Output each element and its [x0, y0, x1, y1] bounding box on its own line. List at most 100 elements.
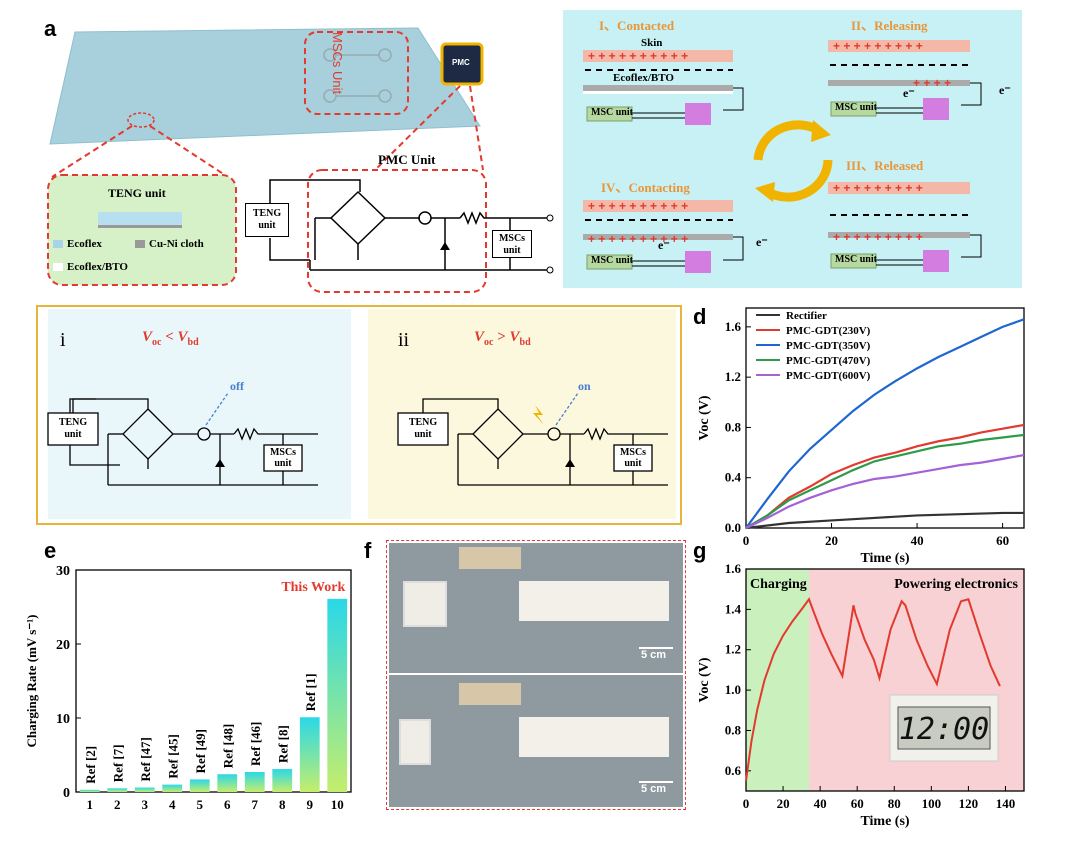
mscs-unit-label: MSCs Unit	[330, 32, 345, 95]
bar-label-3: Ref [47]	[138, 737, 153, 781]
y-tick-label: 30	[56, 564, 70, 579]
stage-contacting: IV、Contacting	[601, 180, 690, 195]
x-tick-label: 80	[888, 796, 901, 811]
scale-top: 5 cm	[641, 649, 667, 661]
plot-frame	[75, 569, 352, 793]
y-axis-label: Voc (V)	[697, 395, 712, 440]
voc-sub-right: oc	[484, 337, 494, 348]
bar-10	[327, 598, 348, 792]
vbd-sub-left: bd	[187, 337, 199, 348]
mscs-box: MSCs unit	[492, 230, 532, 258]
rel-right: >	[493, 329, 510, 345]
cond-right: Voc > Vbd	[474, 329, 531, 348]
series-line-1	[745, 423, 1025, 529]
electron-4: e⁻	[658, 238, 670, 252]
teng-unit-box	[47, 174, 237, 286]
y-tick-label: 20	[56, 638, 70, 653]
stage3-layers: + + + + + + + + + + + + + + + + + +	[828, 181, 982, 272]
x-tick-label: 60	[996, 533, 1009, 548]
stage-releasing: II、Releasing	[851, 18, 928, 33]
board-top	[459, 547, 521, 569]
x-tick-label: 120	[959, 796, 979, 811]
ecoflex-bto-label: Ecoflex/BTO	[613, 72, 674, 84]
vbd-left: V	[177, 329, 188, 345]
x-tick-label: 60	[851, 796, 864, 811]
series-line-3	[745, 433, 1025, 529]
lcd-clock-time: 12:00	[899, 712, 989, 747]
subpanel-i: i	[60, 329, 66, 351]
x-tick-label: 0	[743, 533, 750, 548]
legend-ecoflex: Ecoflex	[67, 238, 102, 250]
photo-bottom: 5 cm	[389, 675, 683, 807]
series-line-2	[745, 318, 1025, 529]
teng-right-text: TENG	[408, 417, 438, 428]
svg-text:+ + + + + + + + +: + + + + + + + + +	[833, 39, 923, 53]
x-tick-label: 20	[777, 796, 790, 811]
electron-2: e⁻	[903, 86, 915, 100]
scale-bottom: 5 cm	[641, 783, 667, 795]
bar-8	[272, 769, 293, 792]
rel-left: <	[161, 329, 178, 345]
panel-label-a: a	[44, 16, 57, 41]
panel-f: 5 cm 5 cm	[386, 540, 686, 810]
x-tick-label: 0	[743, 796, 750, 811]
x-tick-label: 4	[169, 797, 176, 812]
teng-text: TENG	[252, 208, 282, 219]
voc-right: V	[474, 329, 485, 345]
msc-unit-1: MSC unit	[591, 107, 633, 118]
x-tick-label: 140	[996, 796, 1016, 811]
pmc-unit-box	[307, 169, 487, 293]
msc-electrodes	[323, 48, 392, 103]
y-tick-label: 0.0	[725, 520, 741, 535]
msc-unit-2: MSC unit	[835, 102, 877, 113]
bar-4	[162, 784, 183, 792]
cond-left: Voc < Vbd	[142, 329, 199, 348]
mscs-right-text: MSCs	[619, 447, 647, 458]
bar-3	[134, 787, 155, 792]
y-tick-label: 1.4	[725, 601, 742, 616]
y-axis-label: Charging Rate (mV s⁻¹)	[24, 615, 39, 748]
panel-label-d: d	[693, 304, 707, 329]
legend-label-0: Rectifier	[786, 310, 827, 322]
pmc-chip-icon	[440, 42, 484, 86]
off-label: off	[230, 379, 244, 393]
bar-1	[79, 789, 100, 792]
bar-label-9: Ref [1]	[303, 673, 318, 711]
x-tick-label: 6	[224, 797, 231, 812]
bar-label-this-work: This Work	[281, 580, 345, 595]
zoom-circle	[127, 112, 155, 128]
legend-ecoflex-bto: Ecoflex/BTO	[67, 261, 128, 273]
teng-right-unit: unit	[414, 429, 432, 440]
y-tick-label: 0.8	[725, 722, 742, 737]
x-tick-label: 5	[197, 797, 204, 812]
stage4-layers: + + + + + + + + + + + + + + + + + + + +	[583, 199, 744, 273]
svg-text:+ + + +: + + + +	[913, 76, 951, 90]
x-tick-label: 2	[114, 797, 121, 812]
vbd-sub-right: bd	[519, 337, 531, 348]
teng-unit-title: TENG unit	[108, 186, 166, 200]
y-tick-label: 1.2	[725, 642, 741, 657]
mscs-left-text: MSCs	[269, 447, 297, 458]
panel-b-drawing: + + + + + + + + + + + + + + + + + + + + …	[583, 39, 982, 273]
x-tick-label: 1	[87, 797, 94, 812]
lcd-bottom-on	[399, 719, 431, 765]
y-tick-label: 0	[63, 786, 70, 801]
stage-released: III、Released	[846, 158, 924, 173]
y-tick-label: 10	[56, 712, 70, 727]
voc-left: V	[142, 329, 153, 345]
svg-text:+ + + + + + + + + +: + + + + + + + + + +	[588, 232, 688, 246]
mscs-dashed-box	[304, 31, 409, 115]
y-tick-label: 0.8	[725, 419, 742, 434]
bar-label-8: Ref [8]	[275, 725, 290, 763]
x-tick-label: 40	[814, 796, 827, 811]
x-tick-label: 100	[922, 796, 942, 811]
panel-label-e: e	[44, 538, 57, 563]
electron-2b: e⁻	[999, 83, 1011, 97]
x-tick-label: 8	[279, 797, 286, 812]
svg-text:+ + + + + + + + +: + + + + + + + + +	[833, 230, 923, 244]
pmc-circuit	[269, 179, 550, 271]
x-tick-label: 40	[911, 533, 924, 548]
